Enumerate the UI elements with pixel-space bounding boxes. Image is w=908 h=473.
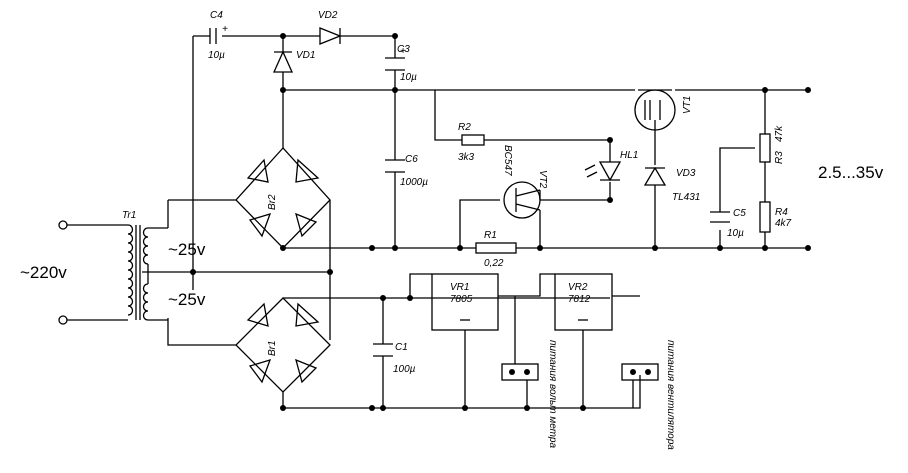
c6-value: 1000µ (400, 177, 428, 188)
vr1-model: 7805 (450, 294, 473, 305)
vd3-name: VD3 (676, 168, 696, 179)
transistor-vt1: VT1 (634, 89, 693, 132)
r1-name: R1 (484, 230, 497, 241)
vd1-name: VD1 (296, 50, 315, 61)
tr1-name: Tr1 (122, 210, 136, 221)
input-voltage: ~220v (20, 263, 67, 282)
output-voltage: 2.5...35v (818, 163, 884, 182)
capacitor-c4: C4 10µ + (208, 10, 228, 61)
capacitor-c5: C5 10µ (710, 208, 746, 239)
vt2-model: BC547 (502, 145, 513, 176)
led-hl1: HL1 (584, 150, 638, 182)
r4-name: R4 (775, 207, 788, 218)
c5-value: 10µ (727, 228, 744, 239)
r2-value: 3k3 (458, 152, 475, 163)
r1-value: 0,22 (484, 258, 504, 269)
c5-name: C5 (733, 208, 746, 219)
vd3-model: TL431 (672, 192, 700, 203)
transistor-vt2: VT2 BC547 (502, 145, 548, 219)
voltmeter-label: питания вольт метра (547, 340, 558, 448)
zener-vd3: VD3 TL431 (643, 166, 700, 248)
junctions (190, 33, 811, 411)
c1-value: 100µ (393, 364, 416, 375)
c4-value: 10µ (208, 50, 225, 61)
fan-label: питания вентилятора (665, 340, 676, 450)
bridge-br1: Br1 (246, 302, 320, 384)
resistor-r4: R4 4k7 (759, 201, 792, 233)
c3-value: 10µ (400, 72, 417, 83)
c4-name: C4 (210, 10, 223, 21)
r3-value: 47k (774, 125, 785, 142)
transformer-tr1: Tr1 (58, 210, 168, 325)
r3-name: R3 (774, 151, 785, 164)
vr2-model: 7812 (568, 294, 591, 305)
vr2-name: VR2 (568, 282, 588, 293)
diode-vd2: VD2 (318, 10, 342, 45)
wires (67, 35, 808, 409)
secondary-top-voltage: ~25v (168, 240, 206, 259)
capacitor-c1: C1 100µ (373, 342, 416, 375)
br2-name: Br2 (267, 194, 278, 210)
vd2-name: VD2 (318, 10, 338, 21)
vt1-name: VT1 (682, 96, 693, 114)
capacitor-c6: C6 1000µ (385, 154, 428, 188)
resistor-r3: R3 47k (759, 125, 785, 164)
secondary-bottom-voltage: ~25v (168, 290, 206, 309)
c3-name: C3 (397, 44, 410, 55)
r2-name: R2 (458, 122, 471, 133)
resistor-r2: R2 3k3 (458, 122, 485, 163)
bridge-br2: Br2 (246, 158, 320, 238)
c1-name: C1 (395, 342, 408, 353)
connector-voltmeter: питания вольт метра (501, 340, 558, 448)
resistor-r1: R1 0,22 (475, 230, 517, 269)
connector-fan: питания вентилятора (621, 340, 676, 450)
regulator-vr1: VR1 7805 (431, 273, 499, 331)
svg-text:+: + (400, 46, 406, 57)
regulator-vr2: VR2 7812 (554, 273, 613, 331)
capacitor-c3: C3 10µ + (385, 44, 417, 83)
diode-vd1: VD1 (272, 50, 315, 73)
c6-name: C6 (405, 154, 418, 165)
svg-text:+: + (222, 24, 228, 35)
r4-value: 4k7 (775, 218, 792, 229)
vr1-name: VR1 (450, 282, 469, 293)
hl1-name: HL1 (620, 150, 638, 161)
br1-name: Br1 (267, 340, 278, 356)
vt2-name: VT2 (537, 170, 548, 189)
